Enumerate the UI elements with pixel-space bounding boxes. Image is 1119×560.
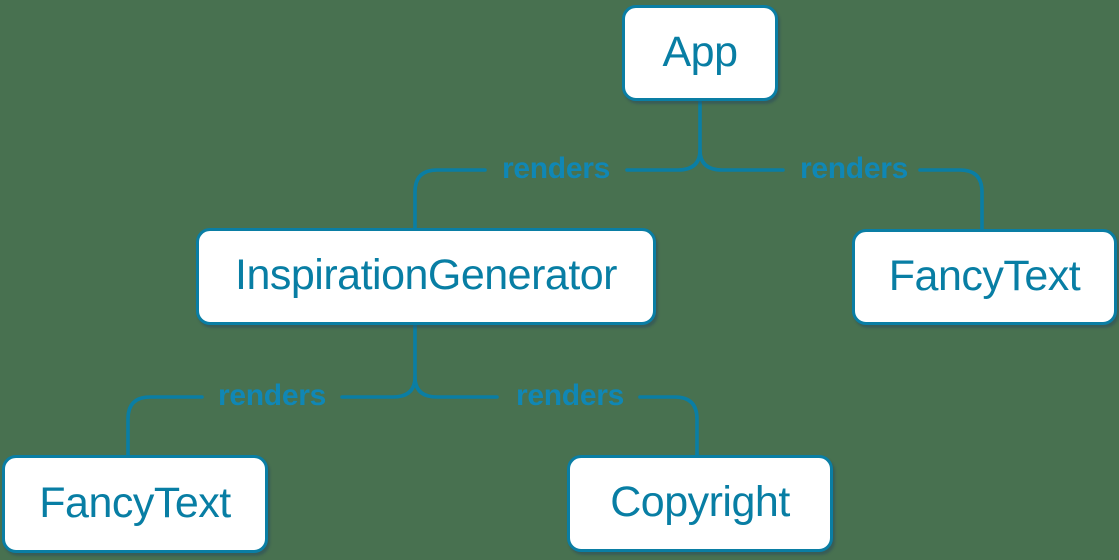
edge-label-app-to-inspirationgenerator: renders	[502, 152, 610, 185]
node-fancy-text-top-right: FancyText	[852, 229, 1117, 325]
edge-label-app-to-fancytext: renders	[800, 152, 908, 185]
node-app: App	[622, 5, 778, 101]
edge-inspirationgenerator-to-copyright-line	[413, 375, 699, 457]
edge-label-inspirationgenerator-to-fancytext: renders	[218, 379, 326, 412]
node-copyright-label: Copyright	[610, 478, 790, 526]
node-app-label: App	[662, 27, 738, 76]
edge-app-to-fancytext-line	[698, 148, 984, 231]
node-inspiration-generator: InspirationGenerator	[196, 228, 656, 325]
node-fancy-text-top-right-label: FancyText	[888, 251, 1081, 300]
node-fancy-text-bottom-left: FancyText	[2, 455, 268, 553]
node-fancy-text-bottom-left-label: FancyText	[39, 478, 231, 527]
node-copyright: Copyright	[567, 455, 833, 552]
edge-label-inspirationgenerator-to-copyright: renders	[516, 379, 624, 412]
node-inspiration-generator-label: InspirationGenerator	[235, 251, 618, 299]
